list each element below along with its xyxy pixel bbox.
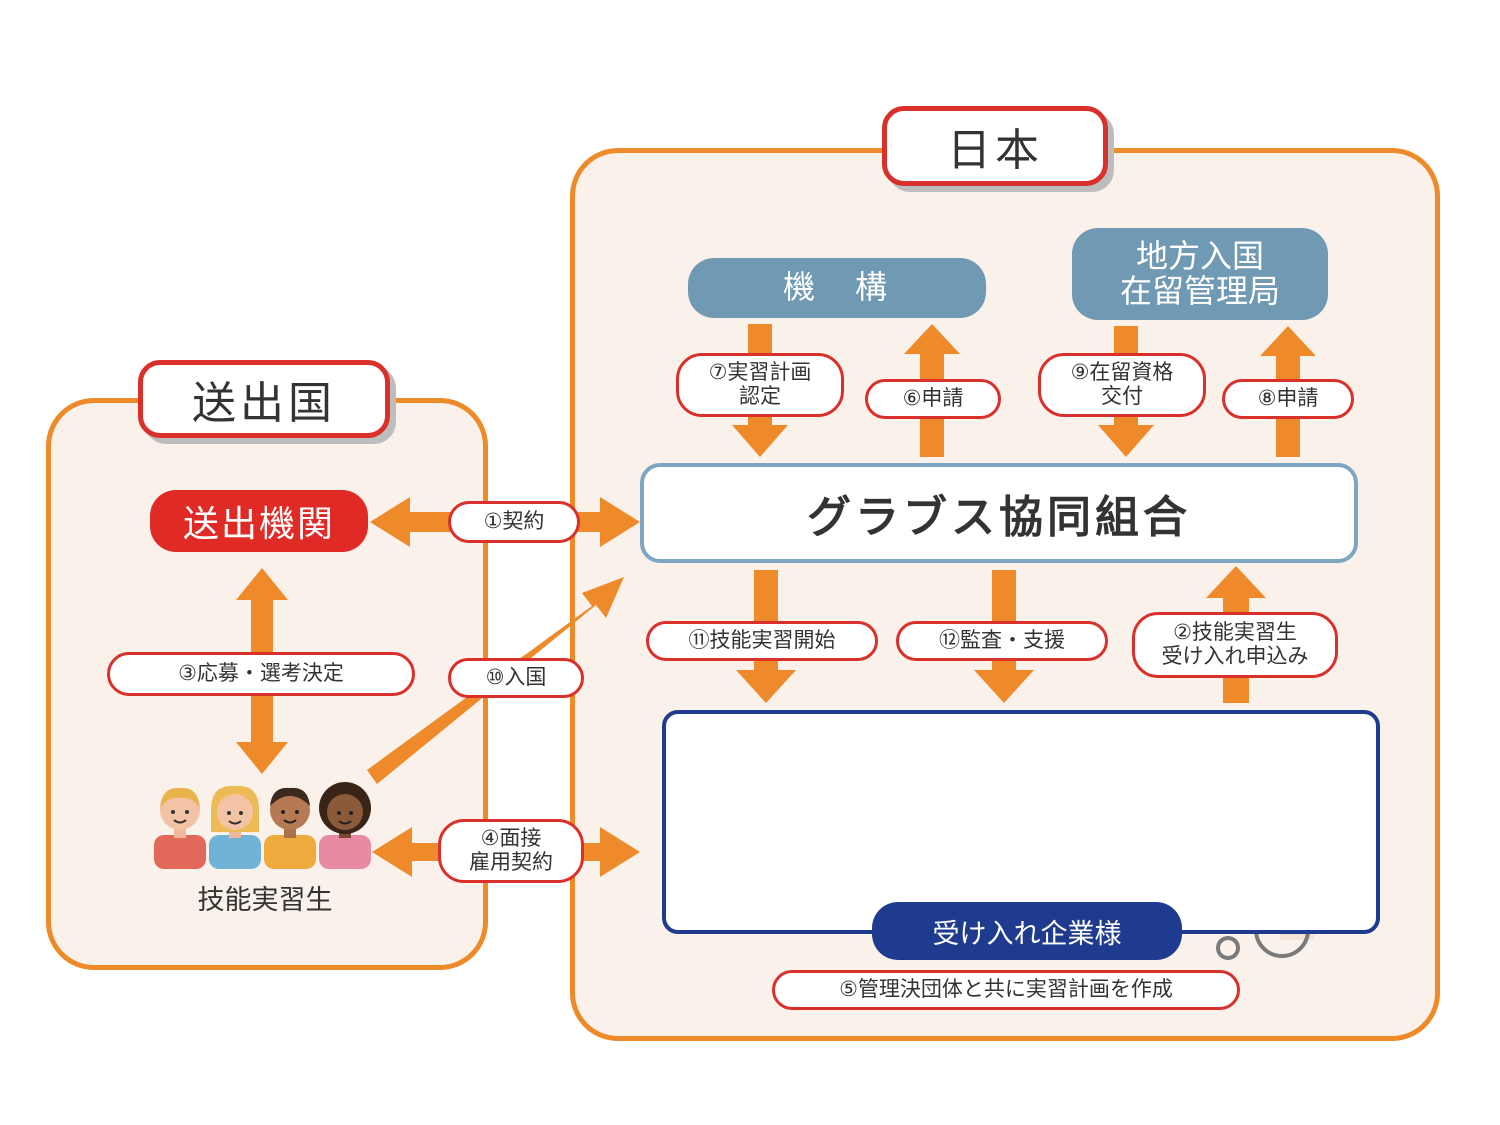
sending-country-tag: 送出国 [138,360,390,438]
step-9-residence-status-grant: ⑨在留資格 交付 [1038,353,1206,417]
step-11-training-start: ⑪技能実習開始 [646,621,878,661]
step-6-kikou-application: ⑥申請 [865,379,1001,419]
step-3-application-selection: ③応募・選考決定 [107,652,415,696]
trainees-illustration [154,782,371,869]
company-label: 受け入れ企業様 [872,902,1182,960]
step-10-entry: ⑩入国 [448,658,584,698]
grabs-union-box: グラブス協同組合 [640,463,1358,563]
step-7-plan-certification: ⑦実習計画 認定 [676,353,844,417]
company-box [662,710,1380,934]
trainees-label: 技能実習生 [197,885,333,916]
step-4-interview-contract: ④面接 雇用契約 [438,819,584,883]
step-12-audit-support: ⑫監査・支援 [896,621,1108,661]
kikou-box: 機 構 [688,258,986,318]
step-1-contract: ①契約 [448,501,580,543]
step-8-immigration-application: ⑧申請 [1222,379,1354,419]
sending-agency-box: 送出機関 [150,490,368,552]
immigration-bureau-box: 地方入国 在留管理局 [1072,228,1328,320]
step-5-plan-creation: ⑤管理決団体と共に実習計画を作成 [772,970,1240,1010]
step-2-acceptance-request: ②技能実習生 受け入れ申込み [1132,612,1338,678]
japan-tag: 日本 [882,106,1108,186]
